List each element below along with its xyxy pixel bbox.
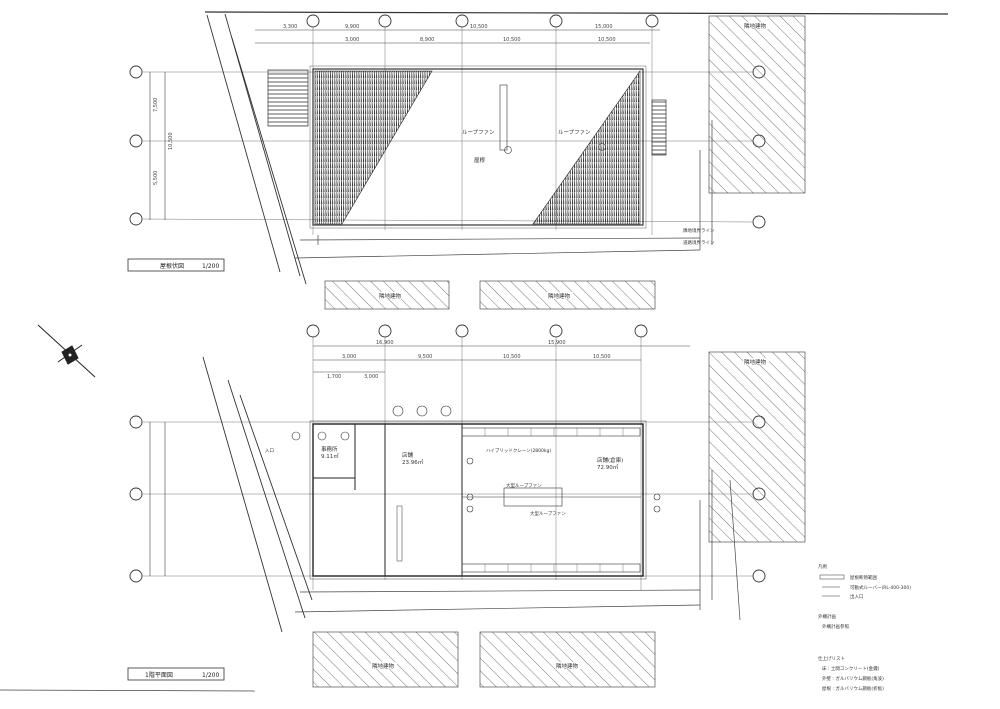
room-office-label: 事務所: [321, 445, 338, 453]
roof-plan-title: 屋根伏図: [160, 262, 184, 270]
dim-top-4: 15,000: [595, 24, 613, 30]
legend-row-3: 出入口: [850, 593, 864, 600]
legend: 凡例 屋根断熱範囲 可動式ルーバー(RL-400-300) 出入口 外構計画 外…: [818, 563, 911, 692]
legend-section2-title: 外構計画: [818, 613, 836, 620]
bottom-dim-sub-4: 10,500: [593, 354, 611, 360]
legend-section3-row-2: 外壁 : ガルバリウム鋼板(角波): [822, 675, 884, 682]
north-arrow-icon: [37, 324, 96, 378]
bottom-dim-top-1: 16,900: [376, 340, 394, 346]
legend-section3-title: 仕上げリスト: [818, 655, 845, 662]
dim-sub-4: 10,500: [598, 37, 616, 43]
room-main-label: 店舗(倉庫): [597, 456, 623, 464]
neighbor-east-label: 隣地建物: [744, 22, 767, 30]
dim-top-2: 9,900: [345, 24, 359, 30]
crane-label: ハイブリッドクレーン(2800kg): [486, 447, 551, 454]
boundary-label-2: 道路境界ライン: [683, 239, 715, 246]
stair-left: [267, 69, 309, 127]
boundary-label-1: 隣地境界ライン: [683, 227, 715, 234]
bottom-dim-small-1: 1,700: [327, 374, 341, 380]
grid-bubbles-top: [129, 14, 766, 229]
neighbor-right-label-2: 隣地建物: [556, 662, 579, 670]
neighbor-building-east: [708, 15, 806, 194]
roof-insulation-right: [532, 70, 641, 225]
neighbor-right-label: 隣地建物: [548, 292, 571, 300]
dim-side-1: 7,500: [153, 98, 159, 112]
dim-sub-1: 3,000: [345, 37, 359, 43]
floor-plan-title: 1階平面図: [145, 671, 173, 679]
ground-floor-plan: 16,900 15,900 3,000 9,500 10,500 10,500 …: [0, 324, 806, 692]
legend-hatch-icon: [819, 574, 845, 580]
roof-plan-scale: 1/200: [202, 263, 219, 270]
dim-top-3: 10,500: [470, 24, 488, 30]
room-hall-label: 店舗: [402, 451, 414, 459]
neighbor-building-right-2: [479, 631, 656, 688]
legend-section3-row-1: 床 : 土間コンクリート(金鏝): [822, 665, 880, 672]
roof-fan-right-label: ループファン: [558, 129, 591, 136]
legend-section3-row-3: 屋根 : ガルバリウム鋼板(折板): [822, 685, 884, 692]
fan-upper-label: 大型ループファン: [506, 482, 542, 489]
roof-insulation-left: [314, 70, 433, 225]
fan-lower-label: 大型ループファン: [530, 510, 566, 517]
legend-row-1: 屋根断熱範囲: [850, 574, 877, 581]
entrance-label: 入口: [265, 448, 274, 454]
neighbor-building-left-2: [312, 631, 459, 688]
neighbor-east-label-2: 隣地建物: [744, 358, 767, 366]
roof-plan-title-box: [127, 258, 225, 272]
dim-side-2: 5,500: [153, 171, 159, 185]
room-office-area: 9.11㎡: [321, 452, 339, 460]
roof-center-label: 屋根: [474, 156, 486, 164]
grid-bubbles-bottom: [129, 324, 766, 583]
bottom-dim-top-2: 15,900: [548, 340, 566, 346]
floor-plan-title-box: [127, 667, 225, 681]
neighbor-building-east-2: [708, 351, 806, 543]
bottom-dim-small-2: 3,000: [364, 374, 378, 380]
room-main-area: 72.90㎡: [597, 463, 619, 471]
roof-fan-left-label: ループファン: [462, 129, 495, 136]
dim-sub-3: 10,500: [503, 37, 521, 43]
dim-sub-2: 8,900: [420, 37, 434, 43]
legend-section2-row: 外構計画参照: [822, 623, 849, 630]
stair-right: [651, 99, 667, 156]
bottom-dim-sub-1: 3,000: [342, 354, 356, 360]
bottom-dim-sub-3: 10,500: [503, 354, 521, 360]
room-hall-area: 23.96㎡: [402, 458, 424, 466]
neighbor-left-label: 隣地建物: [379, 292, 402, 300]
floor-plan-scale: 1/200: [202, 672, 219, 679]
bottom-dim-sub-2: 9,500: [418, 354, 432, 360]
roof-plan: 3,300 9,900 10,500 15,000 3,000 8,900 10…: [127, 11, 949, 310]
neighbor-left-label-2: 隣地建物: [372, 662, 395, 670]
dim-side-3: 10,500: [168, 133, 174, 151]
legend-title: 凡例: [818, 563, 827, 570]
dim-top-1: 3,300: [283, 24, 297, 30]
legend-row-2: 可動式ルーバー(RL-400-300): [850, 584, 911, 591]
